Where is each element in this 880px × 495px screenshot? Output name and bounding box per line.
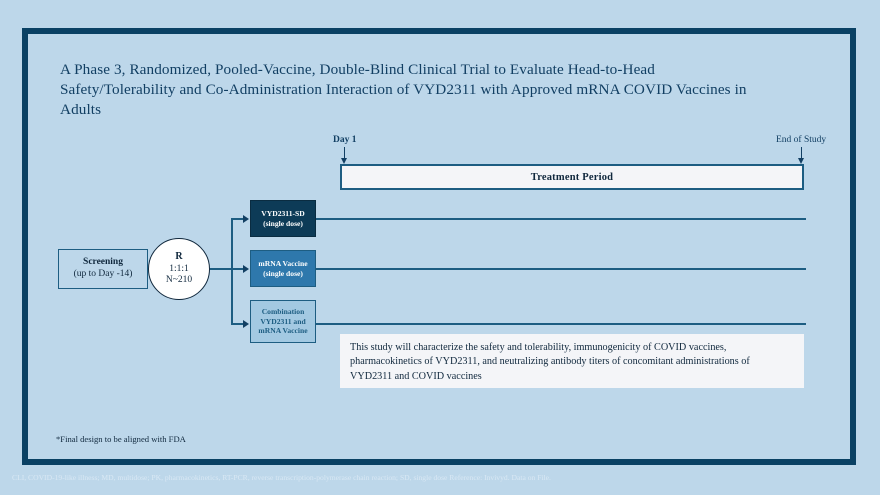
connector-trunk-vertical	[231, 218, 233, 324]
page-title: A Phase 3, Randomized, Pooled-Vaccine, D…	[60, 61, 747, 118]
screening-subtitle: (up to Day -14)	[73, 269, 133, 279]
timeline-start-arrow-stem	[343, 147, 346, 159]
connector-branch-arm2	[231, 268, 245, 270]
arm-2-detail: (single dose)	[263, 268, 303, 278]
timeline-end-arrow-stem	[800, 147, 803, 159]
randomization-sample-size: N~210	[165, 275, 193, 286]
timeline-end-arrow-icon	[797, 158, 804, 164]
timeline-start-arrow-icon	[340, 158, 347, 164]
treatment-arm-vyd2311-sd: VYD2311-SD (single dose)	[250, 200, 316, 237]
arm-3-detail2: mRNA Vaccine	[258, 326, 308, 336]
timeline-start-label: Day 1	[333, 135, 357, 145]
arrow-icon-arm2	[243, 265, 249, 273]
arm-2-name: mRNA Vaccine	[258, 258, 308, 268]
arm-1-name: VYD2311-SD	[261, 208, 305, 218]
treatment-arm-combination: Combination VYD2311 and mRNA Vaccine	[250, 300, 316, 343]
timeline-end-label: End of Study	[776, 135, 827, 145]
arrow-icon-arm1	[243, 215, 249, 223]
design-footnote: *Final design to be aligned with FDA	[56, 434, 186, 444]
randomization-symbol: R	[175, 251, 183, 263]
arm-followup-line-3	[316, 323, 806, 325]
screening-box: Screening (up to Day -14)	[58, 249, 148, 289]
connector-trunk-horizontal	[210, 268, 232, 270]
randomization-ratio: 1:1:1	[169, 263, 189, 274]
arm-3-name: Combination	[261, 306, 305, 316]
arm-1-detail: (single dose)	[263, 218, 303, 228]
treatment-arm-mrna-vaccine: mRNA Vaccine (single dose)	[250, 250, 316, 287]
arrow-icon-arm3	[243, 320, 249, 328]
arm-followup-line-2	[316, 268, 806, 270]
treatment-period-bar: Treatment Period	[340, 164, 804, 190]
screening-title: Screening	[83, 257, 123, 268]
arm-3-detail: VYD2311 and	[260, 316, 306, 326]
abbreviations-footer: CLI, COVID-19-like illness; MD, multidos…	[12, 473, 551, 482]
connector-branch-arm3	[231, 323, 245, 325]
connector-branch-arm1	[231, 218, 245, 220]
arm-followup-line-1	[316, 218, 806, 220]
slide-frame: A Phase 3, Randomized, Pooled-Vaccine, D…	[22, 28, 856, 465]
treatment-period-label: Treatment Period	[530, 171, 614, 183]
study-description-callout: This study will characterize the safety …	[340, 334, 804, 388]
randomization-node: R 1:1:1 N~210	[148, 238, 210, 300]
